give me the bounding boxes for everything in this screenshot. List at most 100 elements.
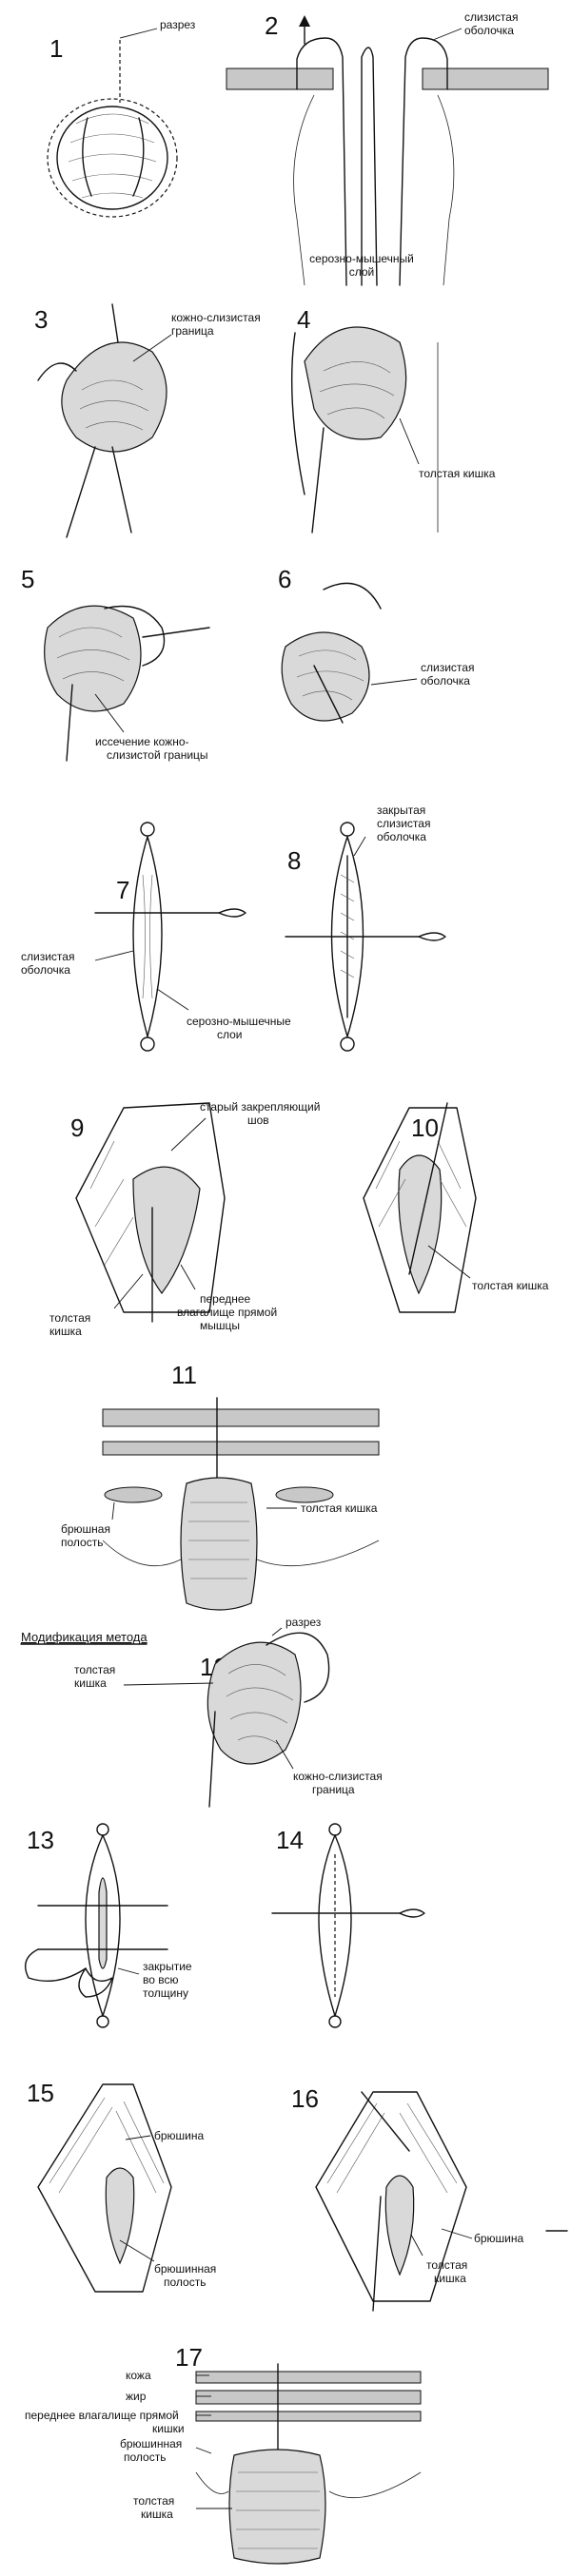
stoma-12 <box>207 1641 302 1765</box>
hand-outline <box>290 332 305 495</box>
panel-6: 6 слизистая оболочка <box>278 565 474 724</box>
leader-peritoneum-16 <box>441 2228 473 2239</box>
label-cavity17-2: полость <box>124 2450 166 2464</box>
panel-7: 7 слизистая оболочка серозно-мышечные сл… <box>21 822 291 1052</box>
label-serosa-1: серозно-мышечный <box>309 252 414 265</box>
mucosa-ridge-7 <box>142 874 153 999</box>
leader-incision <box>119 28 158 39</box>
colon-folds <box>319 361 395 419</box>
needle-7 <box>218 908 246 918</box>
leader-serosa-7 <box>156 988 189 1011</box>
label-old-suture-1: старый закрепляющий <box>200 1100 320 1114</box>
retractor-hand <box>37 362 77 381</box>
panel-3-number: 3 <box>34 305 48 334</box>
clamp <box>311 427 325 533</box>
label-closed-2: слизистая <box>377 817 430 830</box>
scissors-6 <box>313 665 344 724</box>
thread-loop-13 <box>25 1948 87 1983</box>
scalpel <box>66 684 73 762</box>
panel-13: 13 закрытие во всю толщину <box>25 1823 192 2028</box>
incision-outline <box>47 98 178 218</box>
scissors <box>111 446 132 533</box>
stoma-12-folds <box>226 1664 294 1745</box>
label-rectus9-2: влагалище прямой <box>177 1306 277 1319</box>
skin-layer-11 <box>102 1408 380 1427</box>
panel-11-number: 11 <box>171 1361 197 1389</box>
panel-8: 8 закрытая слизистая оболочка <box>285 804 446 1052</box>
label-serosa-2: слой <box>349 265 375 279</box>
label-colon17-1: толстая <box>133 2494 174 2508</box>
label-mucosa7-1: слизистая <box>21 950 74 963</box>
mucosa-section-folds <box>296 649 364 701</box>
label-junction12-1: кожно-слизистая <box>293 1770 383 1783</box>
stay-suture-bottom-8 <box>340 1036 355 1052</box>
label-mucosa6-2: оболочка <box>421 674 470 688</box>
label-mucosa-1: слизистая <box>464 10 518 24</box>
label-closure13-2: во всю <box>143 1973 179 1986</box>
leader-mucosa <box>432 28 463 41</box>
label-old-suture-2: шов <box>247 1114 269 1127</box>
panel-9-number: 9 <box>70 1114 84 1142</box>
label-cavity15-2: полость <box>164 2276 206 2289</box>
fascia-layer-17 <box>195 2411 422 2422</box>
panel-1: 1 разрез <box>47 18 196 218</box>
leader-closure-13 <box>117 1967 140 1975</box>
panel-16-number: 16 <box>291 2084 319 2113</box>
label-colon9-1: толстая <box>49 1311 90 1325</box>
label-cavity11-1: брюшная <box>61 1522 110 1536</box>
panel-8-number: 8 <box>287 846 301 875</box>
label-peritoneum15: брюшина <box>154 2129 205 2142</box>
forceps-16 <box>361 2091 410 2152</box>
colon-16 <box>384 2175 415 2276</box>
label-mucosa6-1: слизистая <box>421 661 474 674</box>
label-cavity15-1: брюшинная <box>154 2262 216 2276</box>
stay-top-14 <box>328 1823 342 1836</box>
panel-6-number: 6 <box>278 565 291 593</box>
finger-6 <box>323 582 382 610</box>
panel-10: 10 толстая кишка <box>363 1102 549 1313</box>
label-fascia17-2: кишки <box>152 2422 185 2435</box>
stay-suture-top-7 <box>140 822 155 837</box>
colon-loop-11 <box>180 1477 258 1611</box>
panel-2-number: 2 <box>265 11 278 40</box>
label-junction-2: граница <box>171 324 214 338</box>
finger-12 <box>266 1632 330 1703</box>
stoma-rim <box>56 106 168 210</box>
stay-bottom-13 <box>96 2015 109 2028</box>
wound-outline-8 <box>330 836 364 1037</box>
arrow-head <box>299 15 310 27</box>
wound-9 <box>75 1102 226 1313</box>
leader-rectus-9 <box>180 1264 196 1290</box>
panel-5-number: 5 <box>21 565 34 593</box>
wound-10 <box>363 1107 477 1313</box>
leader-peritoneum-15 <box>125 2135 151 2140</box>
leader-junction-12 <box>275 1739 294 1770</box>
mucosa-13 <box>98 1877 108 1969</box>
scalpel-12 <box>208 1711 216 1808</box>
leader-colon-12 <box>123 1682 214 1686</box>
label-cavity11-2: полость <box>61 1536 103 1549</box>
label-rectus9-1: переднее <box>200 1292 251 1306</box>
panel-5: 5 иссечение кожно- слизистой границы <box>21 565 210 762</box>
label-cavity17-1: брюшинная <box>120 2437 182 2450</box>
wound-outline-7 <box>132 836 163 1037</box>
panel-13-number: 13 <box>27 1826 54 1854</box>
leader-closed-mucosa <box>353 836 366 857</box>
panel-15: 15 брюшина брюшинная полость <box>27 2079 216 2293</box>
label-colon: толстая кишка <box>419 467 496 480</box>
panel-9: 9 старый закрепляющий шов толстая кишка … <box>49 1100 320 1338</box>
panel-10-number: 10 <box>411 1114 439 1142</box>
panel-17: 17 кожа жир переднее влагалище прямой ки… <box>25 2343 422 2565</box>
panel-11: 11 брюшная полость толстая кишка <box>61 1361 380 1611</box>
fascia-hatch-15 <box>49 2097 165 2194</box>
stoma-excision-folds <box>56 627 130 682</box>
modification-heading: Модификация метода <box>21 1630 148 1644</box>
label-junction12-2: граница <box>312 1783 355 1796</box>
needle-14 <box>399 1908 425 1918</box>
panel-1-number: 1 <box>49 34 63 63</box>
label-mucosa7-2: оболочка <box>21 963 70 977</box>
colon-loop-hatch <box>188 1501 249 1579</box>
stay-suture-bottom-7 <box>140 1036 155 1052</box>
label-serosa7-1: серозно-мышечные <box>187 1015 291 1028</box>
